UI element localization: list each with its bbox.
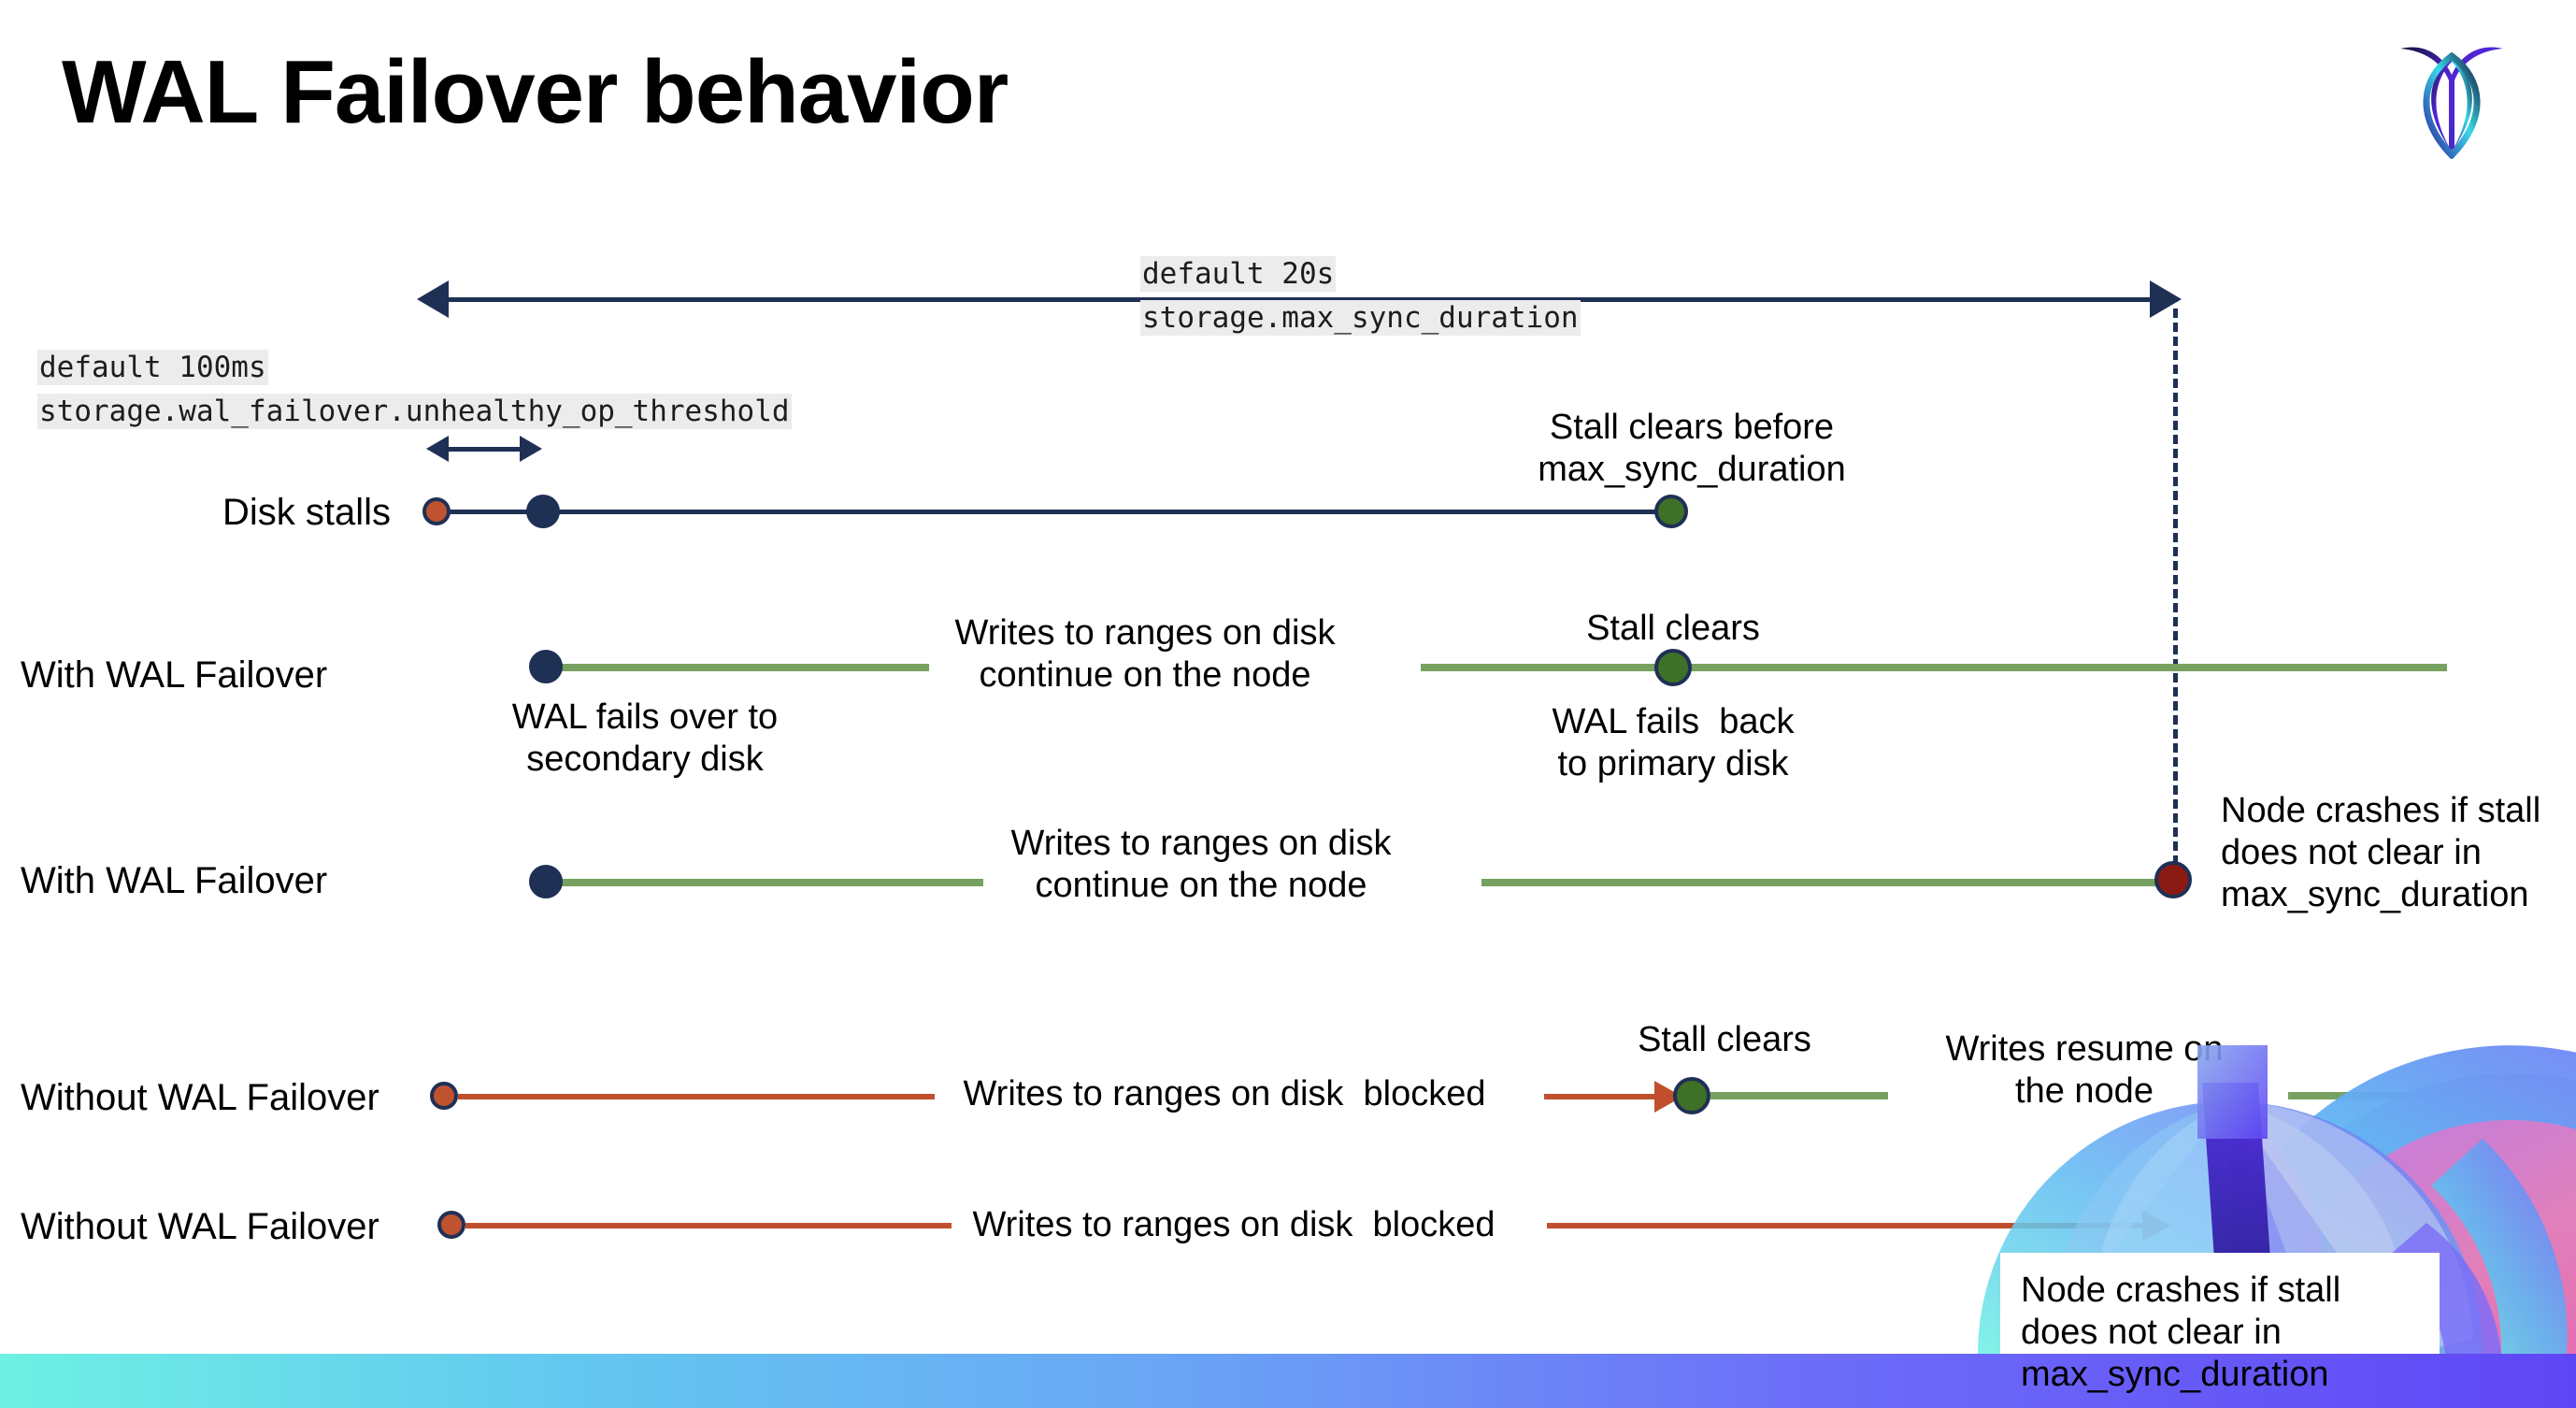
with-wal-2-failover-dot — [529, 865, 563, 898]
bottom-gradient-bar — [0, 1354, 2576, 1408]
without-wal-2-start-dot — [437, 1211, 465, 1239]
without-wal-1-clear-dot — [1673, 1077, 1710, 1114]
without-wal-1-start-dot — [430, 1082, 458, 1110]
unhealthy-op-arrow-right-icon — [520, 436, 542, 462]
row-label-without-wal-failover-2: Without WAL Failover — [21, 1206, 379, 1247]
with-wal-1-clear-dot — [1654, 649, 1692, 686]
max-sync-arrow-left-icon — [417, 280, 449, 318]
with-wal-1-timeline-left — [544, 664, 929, 671]
unhealthy-op-setting-label: storage.wal_failover.unhealthy_op_thresh… — [37, 393, 792, 429]
max-sync-dashed-guide — [2173, 309, 2178, 879]
max-sync-annotation: default 20s storage.max_sync_duration — [1140, 252, 1581, 339]
without-wal-2-mid-note: Writes to ranges on disk blocked — [972, 1205, 1496, 1244]
unhealthy-op-annotation: default 100ms storage.wal_failover.unhea… — [37, 346, 792, 433]
without-wal-1-timeline-right — [1710, 1092, 1888, 1099]
without-wal-2-arrow-icon — [2142, 1210, 2170, 1242]
with-wal-2-crash-note: Node crashes if stall does not clear in … — [2221, 791, 2541, 914]
disk-stalls-timeline — [437, 510, 1671, 514]
cockroachdb-logo-icon — [2391, 28, 2512, 161]
without-wal-2-timeline-right — [1547, 1223, 2150, 1228]
max-sync-setting-label: storage.max_sync_duration — [1140, 299, 1581, 336]
without-wal-1-timeline-left — [458, 1094, 935, 1099]
with-wal-2-timeline-left — [544, 879, 983, 886]
disk-stalls-start-dot — [422, 497, 451, 525]
with-wal-2-mid-note: Writes to ranges on disk continue on the… — [1010, 824, 1392, 905]
disk-stalls-clear-note: Stall clears before max_sync_duration — [1538, 408, 1846, 489]
with-wal-2-crash-dot — [2154, 861, 2192, 898]
with-wal-1-timeline-right — [1421, 664, 2447, 671]
with-wal-1-clear-note: Stall clears — [1586, 609, 1760, 648]
row-label-with-wal-failover-2: With WAL Failover — [21, 860, 328, 901]
row-label-with-wal-failover-1: With WAL Failover — [21, 654, 328, 696]
with-wal-1-failback-note: WAL fails back to primary disk — [1552, 702, 1795, 783]
row-label-disk-stalls: Disk stalls — [222, 492, 392, 533]
page-title: WAL Failover behavior — [62, 42, 1009, 142]
without-wal-1-mid-note: Writes to ranges on disk blocked — [963, 1074, 1486, 1113]
disk-stalls-clear-dot — [1654, 495, 1688, 528]
unhealthy-op-default-label: default 100ms — [37, 350, 268, 385]
unhealthy-op-arrow-left-icon — [426, 436, 449, 462]
with-wal-1-failover-note: WAL fails over to secondary disk — [511, 697, 779, 779]
without-wal-2-crash-note: Node crashes if stall does not clear in … — [2021, 1271, 2341, 1394]
without-wal-1-timeline-mid — [1544, 1094, 1656, 1099]
without-wal-1-timeline-far-right — [2288, 1092, 2452, 1099]
disk-stalls-failover-dot — [526, 495, 560, 528]
max-sync-default-label: default 20s — [1140, 256, 1337, 292]
without-wal-1-clear-note: Stall clears — [1638, 1020, 1811, 1059]
without-wal-2-timeline-left — [465, 1223, 952, 1228]
with-wal-1-mid-note: Writes to ranges on disk continue on the… — [954, 613, 1336, 695]
with-wal-2-timeline-right — [1481, 879, 2173, 886]
with-wal-1-failover-dot — [529, 650, 563, 683]
without-wal-1-resume-note: Writes resume on the node — [1945, 1029, 2224, 1111]
row-label-without-wal-failover-1: Without WAL Failover — [21, 1077, 379, 1118]
unhealthy-op-span-line — [447, 447, 522, 452]
